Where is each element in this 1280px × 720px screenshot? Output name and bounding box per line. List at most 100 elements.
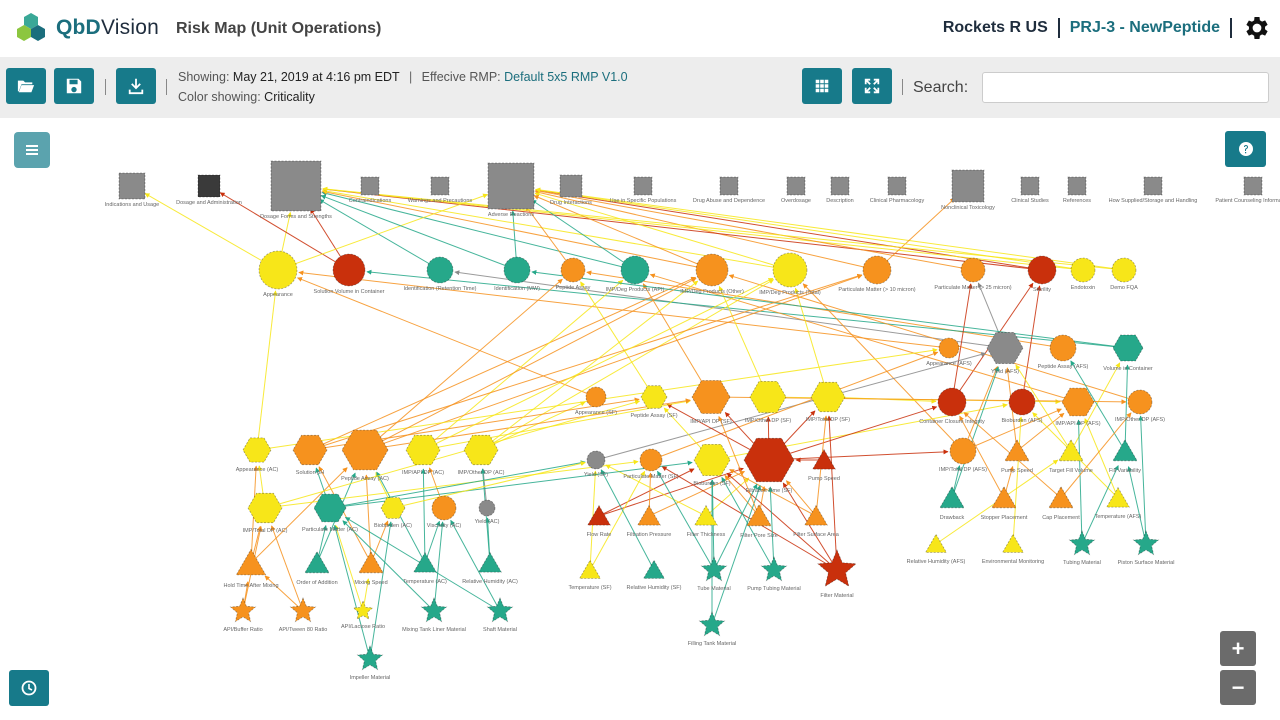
risk-node[interactable]: Shaft Material — [483, 596, 517, 633]
risk-node-square[interactable] — [830, 176, 850, 196]
risk-node-circle[interactable] — [937, 387, 967, 417]
risk-node[interactable]: IMP/API DP (AC) — [402, 434, 444, 476]
risk-node-star[interactable] — [420, 596, 448, 623]
risk-node[interactable]: Warnings and Precautions — [408, 176, 473, 204]
risk-node-circle[interactable] — [258, 250, 298, 290]
risk-node[interactable]: IMP/API DP (AFS) — [1055, 387, 1101, 427]
risk-map-canvas[interactable] — [0, 118, 1280, 720]
risk-node-star[interactable] — [352, 599, 374, 620]
risk-node[interactable]: Identification (MW) — [494, 256, 540, 292]
project-link[interactable]: PRJ-3 - NewPeptide — [1069, 19, 1220, 36]
risk-node[interactable]: Yield (AC) — [475, 499, 500, 525]
risk-node-hex[interactable] — [749, 380, 787, 414]
risk-node[interactable]: Temperature (AC) — [403, 551, 447, 585]
brand-name[interactable]: QbDVision — [56, 16, 159, 39]
risk-node[interactable]: Hold Time After Mixing — [223, 548, 279, 589]
risk-node[interactable]: Peptide Assay (SF) — [630, 385, 678, 419]
risk-node-square[interactable] — [1143, 176, 1163, 196]
risk-node-triangle[interactable] — [1048, 485, 1074, 509]
risk-node-triangle[interactable] — [587, 504, 611, 526]
risk-node-circle[interactable] — [585, 386, 607, 408]
risk-node-star[interactable] — [289, 596, 317, 623]
open-folder-button[interactable] — [6, 68, 46, 104]
risk-node[interactable]: API/Lactose Ratio — [341, 599, 385, 630]
risk-node-star[interactable] — [229, 596, 257, 623]
risk-node-square[interactable] — [559, 174, 583, 198]
risk-node-triangle[interactable] — [1004, 438, 1030, 462]
risk-node[interactable]: Filter Surface Area — [793, 504, 840, 538]
risk-node[interactable]: Filtration Time (SF) — [743, 437, 795, 494]
risk-node-hex[interactable] — [380, 497, 406, 519]
risk-node-circle[interactable] — [478, 499, 496, 517]
risk-node-triangle[interactable] — [812, 448, 836, 470]
risk-node-triangle[interactable] — [235, 548, 267, 576]
risk-node[interactable]: Pump Speed — [1001, 438, 1033, 474]
risk-node-triangle[interactable] — [1001, 533, 1025, 553]
risk-node-square[interactable] — [633, 176, 653, 196]
risk-node-circle[interactable] — [1127, 389, 1153, 415]
risk-node-circle[interactable] — [431, 495, 457, 521]
risk-node[interactable]: References — [1063, 176, 1091, 204]
risk-node[interactable]: Bioburden (AFS) — [1002, 388, 1043, 424]
risk-node-triangle[interactable] — [413, 551, 437, 573]
risk-node[interactable]: Mixing Tank Liner Material — [402, 596, 466, 633]
risk-node-triangle[interactable] — [1106, 486, 1130, 508]
risk-node[interactable]: Tubing Material — [1063, 529, 1101, 566]
risk-node-triangle[interactable] — [1112, 438, 1138, 462]
risk-node[interactable]: Pump Tubing Material — [747, 555, 801, 592]
risk-node-circle[interactable] — [938, 337, 960, 359]
risk-node-triangle[interactable] — [478, 551, 502, 573]
risk-node[interactable]: Flow Rate — [587, 504, 612, 538]
risk-node-star[interactable] — [1132, 529, 1160, 556]
risk-node[interactable]: API/Buffer Ratio — [223, 596, 263, 633]
risk-node-square[interactable] — [118, 172, 146, 200]
menu-button[interactable] — [14, 132, 50, 168]
risk-node-square[interactable] — [1067, 176, 1087, 196]
risk-node-circle[interactable] — [426, 256, 454, 284]
risk-node-square[interactable] — [786, 176, 806, 196]
risk-node[interactable]: Particulate Matter (> 10 micron) — [838, 255, 916, 293]
risk-node-hex[interactable] — [313, 493, 347, 523]
risk-node[interactable]: Indications and Usage — [105, 172, 159, 208]
risk-node-square[interactable] — [1243, 176, 1263, 196]
risk-node-circle[interactable] — [503, 256, 531, 284]
risk-node[interactable]: Viscosity (AC) — [427, 495, 462, 529]
risk-node[interactable]: Peptide Assay — [556, 257, 591, 291]
risk-node-square[interactable] — [887, 176, 907, 196]
risk-node[interactable]: Filter Thickness — [687, 504, 726, 538]
risk-node-triangle[interactable] — [804, 504, 828, 526]
risk-node[interactable]: Environmental Monitoring — [982, 533, 1044, 565]
save-button[interactable] — [54, 68, 94, 104]
risk-node-circle[interactable] — [1049, 334, 1077, 362]
risk-node[interactable]: Volume in Container — [1103, 334, 1153, 372]
risk-node[interactable]: How Supplied/Storage and Handling — [1109, 176, 1198, 204]
risk-node-circle[interactable] — [695, 253, 729, 287]
risk-node-hex[interactable] — [242, 437, 272, 463]
risk-node[interactable]: Demo FQA — [1110, 257, 1138, 291]
risk-node-star[interactable] — [356, 644, 384, 671]
risk-node[interactable]: Identification (Retention Time) — [403, 256, 477, 292]
risk-node-star[interactable] — [760, 555, 788, 582]
risk-node[interactable]: Peptide Assay (AC) — [341, 429, 389, 482]
risk-node-hex[interactable] — [1112, 334, 1144, 362]
risk-node-circle[interactable] — [620, 255, 650, 285]
risk-node-triangle[interactable] — [1058, 438, 1084, 462]
risk-node-triangle[interactable] — [746, 503, 772, 527]
risk-node[interactable]: Appearance (SF) — [575, 386, 617, 416]
risk-node-triangle[interactable] — [304, 550, 330, 574]
risk-node-hex[interactable] — [341, 429, 389, 471]
risk-node[interactable]: Yield (SF) — [584, 450, 608, 478]
risk-node[interactable]: Relative Humidity (SF) — [626, 559, 682, 591]
company-name[interactable]: Rockets R US — [942, 19, 1048, 36]
risk-node[interactable]: Adverse Reactions — [487, 162, 535, 218]
risk-node[interactable]: Target Fill Volume — [1049, 438, 1093, 474]
risk-node-triangle[interactable] — [939, 485, 965, 509]
risk-node-circle[interactable] — [639, 448, 663, 472]
rmp-link[interactable]: Default 5x5 RMP V1.0 — [504, 70, 628, 84]
risk-node-star[interactable] — [486, 596, 514, 623]
risk-node-hex[interactable] — [743, 437, 795, 483]
risk-node-circle[interactable] — [332, 253, 366, 287]
risk-node[interactable]: IMP/Total DP (AC) — [243, 492, 288, 534]
risk-node-hex[interactable] — [986, 331, 1024, 365]
